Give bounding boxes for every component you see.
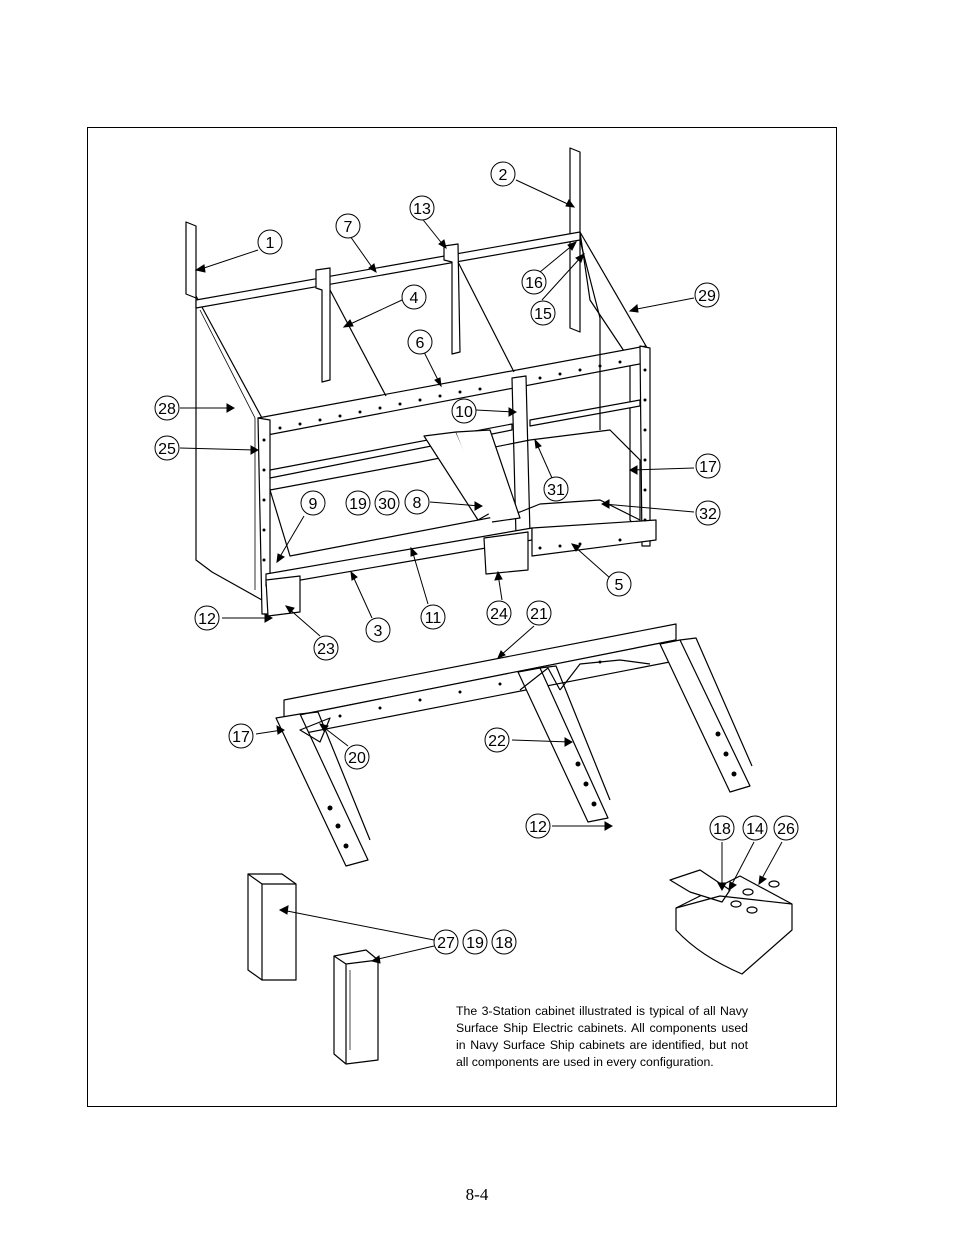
svg-text:22: 22 <box>488 733 506 750</box>
callout-3: 3 <box>365 617 391 643</box>
callout-7: 7 <box>335 213 361 239</box>
svg-text:28: 28 <box>158 401 176 418</box>
callout-22: 22 <box>484 727 510 753</box>
svg-text:15: 15 <box>534 306 552 323</box>
svg-text:6: 6 <box>416 335 425 352</box>
callout-27: 27 <box>433 929 459 955</box>
callout-26: 26 <box>773 815 799 841</box>
svg-text:17: 17 <box>232 729 250 746</box>
callout-13: 13 <box>409 195 435 221</box>
page-number: 8-4 <box>465 1185 489 1204</box>
svg-text:30: 30 <box>378 496 396 513</box>
svg-text:16: 16 <box>525 275 543 292</box>
callout-12-base: 12 <box>525 813 551 839</box>
front-upright-right <box>639 345 651 547</box>
svg-text:26: 26 <box>777 821 795 838</box>
callout-19-bracket: 19 <box>462 929 488 955</box>
callout-14: 14 <box>742 815 768 841</box>
figure-note: The 3-Station cabinet illustrated is typ… <box>456 1004 748 1069</box>
callout-32: 32 <box>695 500 721 526</box>
svg-text:8: 8 <box>413 495 422 512</box>
figure-frame <box>87 127 837 1107</box>
callout-15: 15 <box>530 300 556 326</box>
svg-text:31: 31 <box>547 482 565 499</box>
svg-text:7: 7 <box>344 219 353 236</box>
svg-text:23: 23 <box>317 641 335 658</box>
svg-text:9: 9 <box>309 496 318 513</box>
callout-24: 24 <box>486 600 512 626</box>
svg-text:18: 18 <box>495 935 513 952</box>
svg-text:29: 29 <box>698 288 716 305</box>
callout-25: 25 <box>154 435 180 461</box>
callout-9: 9 <box>300 490 326 516</box>
svg-text:21: 21 <box>530 606 548 623</box>
svg-text:14: 14 <box>746 821 764 838</box>
callout-8: 8 <box>404 489 430 515</box>
callout-6: 6 <box>407 329 433 355</box>
svg-text:18: 18 <box>713 821 731 838</box>
svg-text:19: 19 <box>466 935 484 952</box>
callout-17-base: 17 <box>228 723 254 749</box>
left-side-panel <box>195 295 263 601</box>
callout-30: 30 <box>374 490 400 516</box>
foot-bracket-front <box>483 531 529 575</box>
front-top-rail <box>257 345 651 437</box>
svg-text:27: 27 <box>437 935 455 952</box>
top-rear-rail <box>195 231 581 309</box>
svg-text:4: 4 <box>410 290 419 307</box>
foot-bracket-left <box>265 575 301 617</box>
svg-text:20: 20 <box>348 750 366 767</box>
callout-17-top: 17 <box>695 453 721 479</box>
svg-text:12: 12 <box>529 819 547 836</box>
channel-bracket <box>247 873 297 981</box>
callout-23: 23 <box>313 635 339 661</box>
callout-19-top: 19 <box>345 490 371 516</box>
box-spacer <box>333 949 379 1065</box>
callout-21: 21 <box>526 600 552 626</box>
callout-28: 28 <box>154 395 180 421</box>
upright-post-left <box>185 221 197 299</box>
bottom-front-rail-right <box>531 519 657 557</box>
svg-text:1: 1 <box>266 235 275 252</box>
svg-text:3: 3 <box>374 623 383 640</box>
callout-10: 10 <box>451 398 477 424</box>
svg-text:13: 13 <box>413 201 431 218</box>
callout-18-bracket: 18 <box>491 929 517 955</box>
callout-20: 20 <box>344 744 370 770</box>
svg-text:2: 2 <box>499 167 508 184</box>
svg-text:19: 19 <box>349 496 367 513</box>
callout-29: 29 <box>694 282 720 308</box>
svg-text:17: 17 <box>699 459 717 476</box>
callout-5: 5 <box>606 571 632 597</box>
callout-31: 31 <box>543 476 569 502</box>
callout-11: 11 <box>420 604 446 630</box>
svg-text:10: 10 <box>455 404 473 421</box>
mounting-bracket-center <box>443 243 461 355</box>
svg-text:5: 5 <box>615 577 624 594</box>
svg-text:12: 12 <box>198 611 216 628</box>
callout-16: 16 <box>521 269 547 295</box>
svg-text:24: 24 <box>490 606 508 623</box>
callout-12-top: 12 <box>194 605 220 631</box>
callout-18-detail: 18 <box>709 815 735 841</box>
callout-4: 4 <box>401 284 427 310</box>
callout-2: 2 <box>490 161 516 187</box>
svg-text:32: 32 <box>699 506 717 523</box>
base-leg-center <box>517 667 609 823</box>
svg-text:11: 11 <box>425 610 442 627</box>
callout-1: 1 <box>257 229 283 255</box>
svg-text:25: 25 <box>158 441 176 458</box>
base-leg-right <box>659 639 751 793</box>
base-leg-left <box>275 713 369 867</box>
mounting-bracket-left <box>315 267 331 383</box>
